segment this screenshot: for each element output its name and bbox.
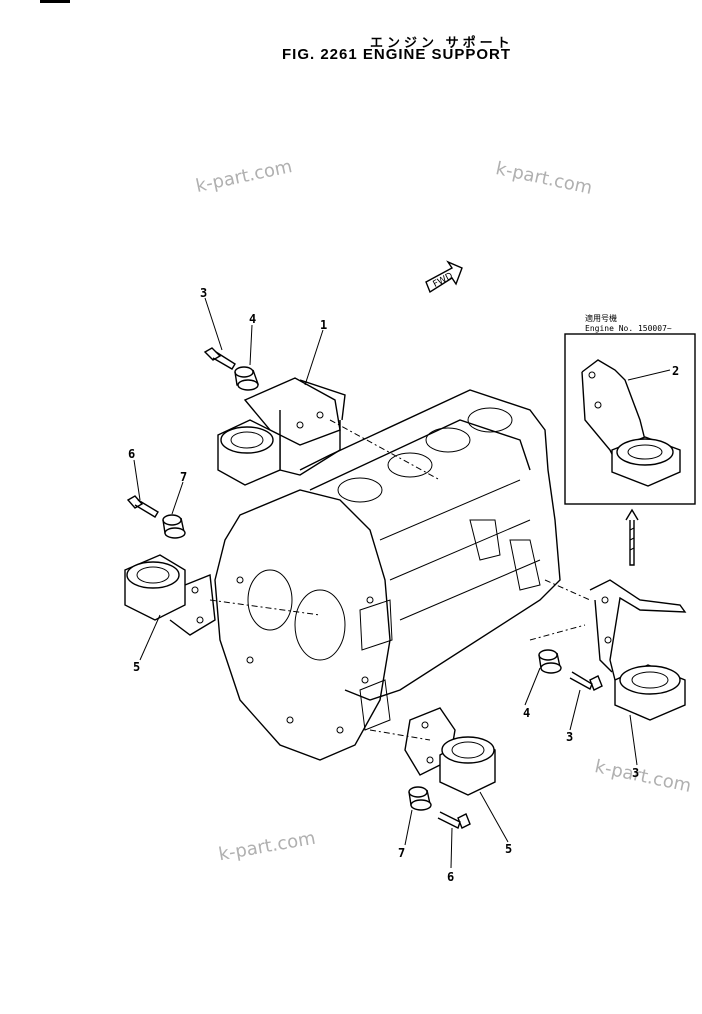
- fwd-label: FWD: [432, 271, 455, 290]
- leader-lines: [133, 297, 671, 869]
- callout-7-bottom: 7: [398, 846, 406, 860]
- callout-3-right: 3: [566, 730, 574, 744]
- part-3-bolt-right: [569, 671, 603, 691]
- assembly-line: [529, 579, 591, 641]
- part-1-front-support: [217, 377, 346, 486]
- inset-applicability-note: 適用号機 Engine No. 150007~: [585, 314, 672, 334]
- callout-1: 1: [320, 318, 328, 332]
- callout-6: 6: [128, 447, 136, 461]
- corner-mark: [40, 0, 70, 3]
- part-4-collar-right: [538, 649, 562, 674]
- part-7-collar: [162, 514, 186, 539]
- part-5-rear-support-bottom: [404, 707, 496, 796]
- part-6-bolt-bottom: [437, 811, 471, 829]
- part-6-bolt: [126, 495, 159, 518]
- up-arrow-icon: [625, 508, 639, 566]
- assembly-line: [209, 599, 321, 616]
- callout-5: 5: [133, 660, 141, 674]
- figure-title: FIG. 2261 ENGINE SUPPORT: [282, 46, 512, 63]
- callout-3-rear: 3: [632, 766, 640, 780]
- inset-note-jp: 適用号機: [585, 314, 617, 323]
- part-3-rear-support-right: [589, 579, 687, 721]
- callout-6-bottom: 6: [447, 870, 455, 884]
- assembly-line: [369, 729, 431, 741]
- part-5-rear-support-left: [124, 554, 216, 636]
- callout-4-right: 4: [523, 706, 531, 720]
- callout-7: 7: [180, 470, 188, 484]
- part-4-collar: [234, 366, 259, 391]
- engine-block: [214, 389, 561, 761]
- inset-note-engine-number: Engine No. 150007~: [585, 324, 672, 333]
- callout-4: 4: [249, 312, 257, 326]
- part-7-collar-bottom: [408, 786, 432, 811]
- part-3-bolt: [203, 347, 236, 370]
- callout-3: 3: [200, 286, 208, 300]
- title-japanese: エンジン サポート: [370, 35, 514, 50]
- inset-box: [564, 333, 696, 505]
- callout-5-bottom: 5: [505, 842, 513, 856]
- fwd-arrow-icon: FWD: [425, 260, 463, 294]
- callout-2: 2: [672, 364, 680, 378]
